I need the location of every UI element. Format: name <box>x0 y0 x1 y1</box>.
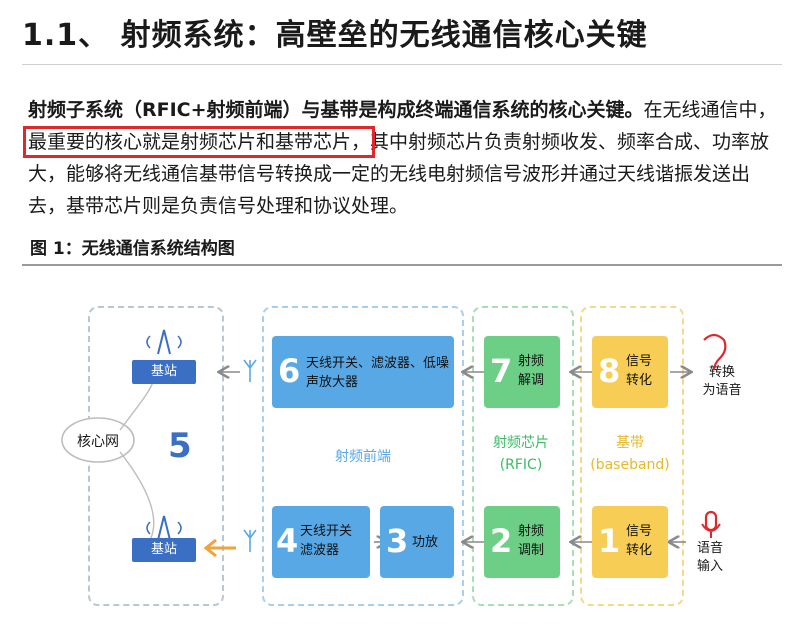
block-2-rf-modulation <box>484 506 560 578</box>
block-1-signal-conversion <box>592 506 668 578</box>
block-4-number: 4 <box>276 522 299 560</box>
figure-caption: 图 1：无线通信系统结构图 <box>30 239 235 259</box>
core-network-label: 核心网 <box>77 434 119 450</box>
block-3-number: 3 <box>386 522 409 560</box>
block-4-text: 天线开关滤波器 <box>300 524 353 558</box>
block-2-number: 2 <box>490 522 513 560</box>
block-7-rf-demodulation <box>484 336 560 408</box>
title-divider <box>22 64 782 65</box>
block-1-text: 信号转化 <box>626 524 653 558</box>
block-8-number: 8 <box>598 352 621 390</box>
paragraph-text-2: 其中射频芯片负责射频收发、频率合成、功率放大，能够将无线通信基带信号转换成一定的… <box>28 131 770 217</box>
highlighted-sentence: 最重要的核心就是射频芯片和基带芯片， <box>22 126 376 158</box>
rf-front-end-region <box>262 306 464 606</box>
block-3-text: 功放 <box>412 535 439 550</box>
block-4-antenna-switch-filter <box>272 506 370 578</box>
block-8-signal-conversion <box>592 336 668 408</box>
paragraph-bold-lead: 射频子系统（RFIC+射频前端）与基带是构成终端通信系统的核心关键。 <box>28 99 644 121</box>
block-6-antenna-switch-filter-lna <box>272 336 454 408</box>
baseband-label: 基带(baseband) <box>590 435 670 473</box>
figure-divider <box>22 264 782 266</box>
block-8-text: 信号转化 <box>626 354 653 388</box>
voice-input-label: 语音输入 <box>696 541 723 574</box>
block-3-power-amplifier <box>380 506 454 578</box>
rfic-region <box>472 306 574 606</box>
base-station-bottom: 基站 <box>132 538 196 562</box>
rf-front-end-label: 射频前端 <box>335 449 391 465</box>
block-7-number: 7 <box>490 352 513 390</box>
block-2-text: 射频调制 <box>518 524 545 558</box>
page-title: 1.1、 射频系统：高壁垒的无线通信核心关键 <box>22 18 648 53</box>
base-station-top: 基站 <box>132 360 196 384</box>
paragraph-text-1: 在无线通信中， <box>643 99 777 121</box>
step-5-number: 5 <box>168 426 192 466</box>
baseband-region <box>580 306 684 606</box>
block-7-text: 射频解调 <box>518 354 545 388</box>
block-6-text: 天线开关、滤波器、低噪声放大器 <box>306 356 450 390</box>
convert-to-voice-label: 转换为语音 <box>702 365 742 398</box>
intro-paragraph: 射频子系统（RFIC+射频前端）与基带是构成终端通信系统的核心关键。在无线通信中… <box>22 94 780 222</box>
block-1-number: 1 <box>598 522 621 560</box>
block-6-number: 6 <box>278 352 301 390</box>
rfic-label: 射频芯片(RFIC) <box>493 435 549 473</box>
